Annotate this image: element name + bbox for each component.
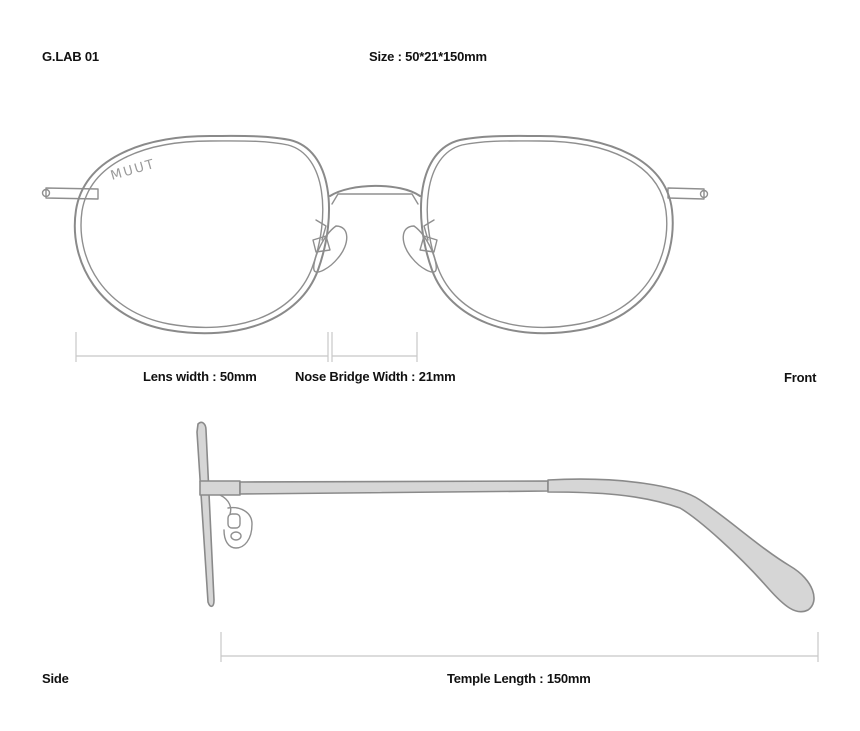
side-hinge (199, 480, 241, 496)
nose-bridge-dimension (331, 332, 418, 362)
side-view-glasses (196, 421, 815, 613)
left-temple-stub (45, 187, 99, 200)
size-spec: Size : 50*21*150mm (369, 49, 487, 64)
side-nose-pad (219, 494, 253, 549)
brand-mark: MUUT (109, 157, 158, 184)
nose-bridge (329, 184, 421, 197)
lens-width-dimension (75, 332, 329, 362)
temple-length-dimension (220, 632, 819, 662)
side-temple-arm (239, 480, 549, 495)
model-name: G.LAB 01 (42, 49, 99, 64)
right-lens-rim (420, 134, 674, 335)
front-view-label: Front (784, 370, 817, 385)
left-lens-rim (73, 134, 330, 335)
lens-width-label: Lens width : 50mm (143, 369, 257, 384)
right-nose-pad (419, 219, 438, 253)
temple-length-label: Temple Length : 150mm (447, 671, 591, 686)
side-lens-edge (196, 421, 215, 608)
left-nose-pad (312, 219, 331, 253)
right-temple-stub (667, 187, 705, 200)
nose-bridge-label: Nose Bridge Width : 21mm (295, 369, 456, 384)
side-view-label: Side (42, 671, 69, 686)
front-view-glasses: MUUT (41, 134, 709, 335)
